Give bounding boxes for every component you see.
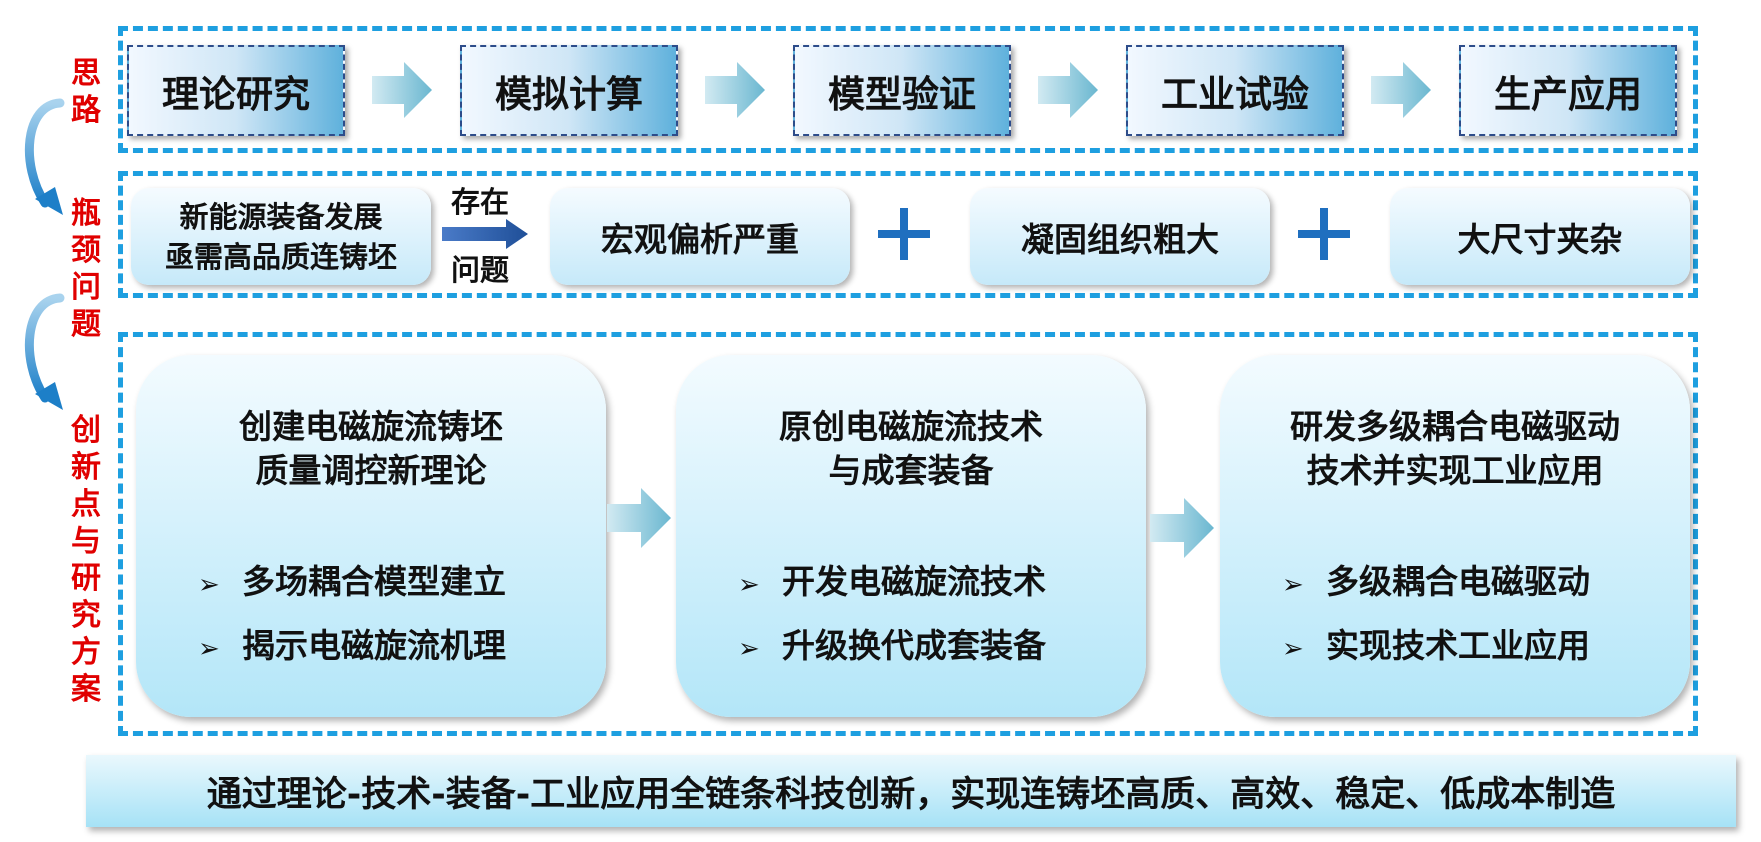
step-label: 生产应用 — [1494, 72, 1642, 116]
bullet-text: 开发电磁旋流技术 — [782, 562, 1046, 601]
chevron-right-icon: ➢ — [1282, 570, 1304, 600]
exist-line-1: 存在 — [450, 185, 509, 219]
step-model-validation: 模型验证 — [793, 45, 1011, 136]
chevron-right-icon: ➢ — [738, 570, 760, 600]
innovation-title-line-2: 与成套装备 — [828, 451, 994, 490]
step-industrial-trial: 工业试验 — [1126, 45, 1344, 136]
innovation-bullet: ➢ 开发电磁旋流技术 — [738, 555, 1046, 603]
innovation-bullet: ➢ 多级耦合电磁驱动 — [1282, 555, 1590, 603]
right-arrow-icon — [1038, 62, 1098, 118]
innovation-title: 原创电磁旋流技术 与成套装备 — [676, 405, 1146, 493]
step-label: 模型验证 — [828, 72, 976, 116]
step-label: 模拟计算 — [495, 72, 643, 116]
innovation-title-line-1: 研发多级耦合电磁驱动 — [1290, 407, 1620, 446]
label-innovation-text: 创新点与研究方案 — [71, 413, 101, 707]
bullet-text: 多场耦合模型建立 — [242, 562, 506, 601]
summary-banner: 通过理论-技术-装备-工业应用全链条科技创新，实现连铸坯高质、高效、稳定、低成本… — [86, 755, 1736, 827]
right-arrow-icon — [705, 62, 765, 118]
issue-segregation-box: 宏观偏析严重 — [550, 188, 850, 285]
thinking-row-frame — [118, 26, 1698, 153]
innovation-industrial-box: 研发多级耦合电磁驱动 技术并实现工业应用 ➢ 多级耦合电磁驱动 ➢ 实现技术工业应用 — [1220, 355, 1690, 717]
innovation-title-line-2: 技术并实现工业应用 — [1306, 451, 1604, 490]
right-arrow-icon — [372, 62, 432, 118]
innovation-theory-box: 创建电磁旋流铸坯 质量调控新理论 ➢ 多场耦合模型建立 ➢ 揭示电磁旋流机理 — [136, 355, 606, 717]
demand-line-2: 亟需高品质连铸坯 — [164, 239, 397, 274]
innovation-bullet: ➢ 升级换代成套装备 — [738, 619, 1046, 667]
innovation-title: 创建电磁旋流铸坯 质量调控新理论 — [136, 405, 606, 493]
bottleneck-row-frame — [118, 171, 1698, 298]
chevron-right-icon: ➢ — [738, 634, 760, 664]
step-label: 理论研究 — [162, 72, 310, 116]
innovation-row-frame — [118, 332, 1698, 736]
label-bottleneck: 瓶颈问题 — [64, 195, 108, 343]
step-label: 工业试验 — [1161, 72, 1309, 116]
right-arrow-icon — [607, 488, 671, 548]
innovation-bullet: ➢ 多场耦合模型建立 — [198, 555, 506, 603]
bullet-text: 多级耦合电磁驱动 — [1326, 562, 1590, 601]
issue-label: 宏观偏析严重 — [601, 219, 799, 259]
innovation-bullet: ➢ 揭示电磁旋流机理 — [198, 619, 506, 667]
innovation-title-line-1: 原创电磁旋流技术 — [779, 407, 1043, 446]
innovation-title-line-2: 质量调控新理论 — [255, 451, 487, 490]
plus-icon — [878, 208, 930, 260]
exist-line-2: 问题 — [450, 253, 509, 287]
curved-arrow-icon — [24, 293, 65, 410]
step-theory: 理论研究 — [127, 45, 345, 136]
bullet-text: 实现技术工业应用 — [1326, 626, 1590, 665]
curved-arrow-icon — [24, 98, 65, 215]
right-arrow-icon — [442, 219, 528, 249]
plus-icon — [1298, 208, 1350, 260]
label-thinking: 思路 — [64, 55, 108, 129]
demand-box: 新能源装备发展 亟需高品质连铸坯 — [131, 188, 431, 285]
step-simulation: 模拟计算 — [460, 45, 678, 136]
innovation-technology-box: 原创电磁旋流技术 与成套装备 ➢ 开发电磁旋流技术 ➢ 升级换代成套装备 — [676, 355, 1146, 717]
step-production: 生产应用 — [1459, 45, 1677, 136]
label-innovation: 创新点与研究方案 — [64, 412, 108, 708]
chevron-right-icon: ➢ — [198, 570, 220, 600]
innovation-title-line-1: 创建电磁旋流铸坯 — [239, 407, 503, 446]
exist-problem-label: 存在 问题 — [440, 186, 520, 287]
right-arrow-icon — [1371, 62, 1431, 118]
bullet-text: 揭示电磁旋流机理 — [242, 626, 506, 665]
innovation-title: 研发多级耦合电磁驱动 技术并实现工业应用 — [1220, 405, 1690, 493]
issue-label: 大尺寸夹杂 — [1457, 219, 1623, 259]
chevron-right-icon: ➢ — [198, 634, 220, 664]
label-thinking-text: 思路 — [71, 56, 101, 128]
demand-line-1: 新能源装备发展 — [179, 199, 383, 234]
right-arrow-icon — [1150, 498, 1214, 558]
bullet-text: 升级换代成套装备 — [782, 626, 1046, 665]
summary-text: 通过理论-技术-装备-工业应用全链条科技创新，实现连铸坯高质、高效、稳定、低成本… — [206, 774, 1616, 815]
chevron-right-icon: ➢ — [1282, 634, 1304, 664]
issue-label: 凝固组织粗大 — [1021, 219, 1219, 259]
label-bottleneck-text: 瓶颈问题 — [71, 196, 101, 342]
issue-inclusion-box: 大尺寸夹杂 — [1390, 188, 1690, 285]
issue-coarse-structure-box: 凝固组织粗大 — [970, 188, 1270, 285]
innovation-bullet: ➢ 实现技术工业应用 — [1282, 619, 1590, 667]
